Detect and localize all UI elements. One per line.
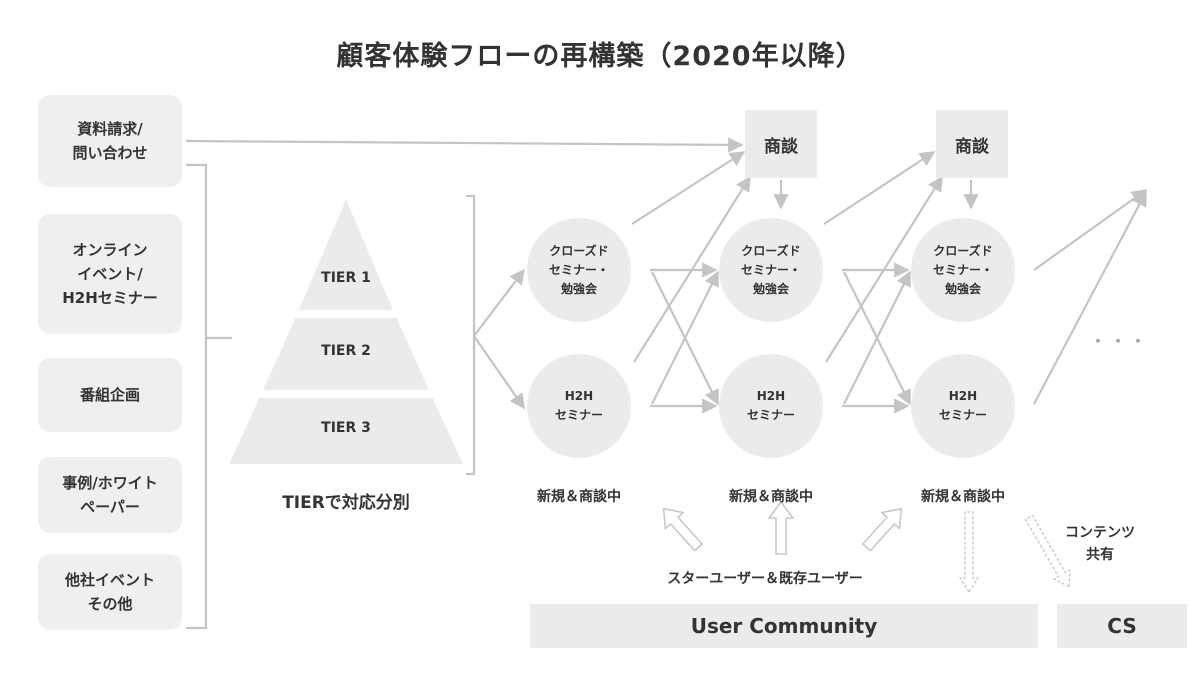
stage-2-meeting: 商談 [745, 110, 817, 178]
arrow-request-to-meeting [185, 137, 744, 153]
arrow-s2-h2h-to-s3-closed [843, 270, 911, 405]
stage-3-meeting: 商談 [936, 110, 1008, 178]
source-other-events: 他社イベント その他 [38, 554, 182, 630]
stage-3-h2h-seminar: H2H セミナー [911, 354, 1015, 458]
pyramid-caption: TIERで対応分別 [282, 493, 410, 513]
tier-2-label: TIER 2 [321, 343, 371, 359]
cs-bar: CS [1057, 604, 1187, 648]
arrow-s1-h2h-to-s2-closed [651, 270, 719, 405]
pyramid-bracket [466, 194, 476, 476]
source-program-planning: 番組企画 [38, 358, 182, 432]
continuation-ellipsis: ・・・ [1089, 332, 1150, 351]
source-document-request: 資料請求/ 問い合わせ [38, 95, 182, 187]
content-share-label: コンテンツ 共有 [1065, 525, 1135, 563]
stage-2-h2h-seminar: H2H セミナー [719, 354, 823, 458]
tier-pyramid [222, 188, 470, 468]
user-community-bar: User Community [530, 604, 1038, 648]
stage-3-status: 新規＆商談中 [921, 489, 1005, 505]
stage-1-status: 新規＆商談中 [537, 489, 621, 505]
hollow-arrow-up-right [862, 507, 903, 552]
arrow-s3-h2h-out [1033, 190, 1147, 405]
tier-1-shape [292, 188, 400, 314]
tier-1-label: TIER 1 [321, 270, 371, 286]
dotted-arrow-down-right [1024, 514, 1071, 588]
stage-1-closed-seminar: クローズド セミナー・ 勉強会 [527, 218, 631, 322]
sources-bracket [186, 163, 208, 630]
arrow-s1-closed-to-meeting1 [631, 151, 746, 225]
arrow-s3-closed-out [1033, 189, 1148, 271]
stage-2-status: 新規＆商談中 [729, 489, 813, 505]
arrow-fork-h2h-1 [473, 335, 525, 410]
tier-3-shape [222, 394, 470, 468]
dotted-arrow-down [959, 511, 979, 593]
hollow-arrow-up-left [662, 507, 703, 552]
tier-2-shape [256, 314, 436, 394]
source-case-whitepaper: 事例/ホワイト ペーパー [38, 457, 182, 533]
stage-1-h2h-seminar: H2H セミナー [527, 354, 631, 458]
diagram-title: 顧客体験フローの再構築（2020年以降） [336, 41, 864, 72]
stage-2-closed-seminar: クローズド セミナー・ 勉強会 [719, 218, 823, 322]
arrow-fork-closed-1 [473, 268, 525, 337]
source-online-event: オンライン イベント/ H2Hセミナー [38, 214, 182, 334]
tier-3-label: TIER 3 [321, 420, 371, 436]
arrow-s2-closed-to-meeting2 [823, 151, 936, 225]
stage-3-closed-seminar: クローズド セミナー・ 勉強会 [911, 218, 1015, 322]
hollow-arrow-up [768, 501, 794, 555]
star-users-label: スターユーザー＆既存ユーザー [667, 571, 863, 587]
